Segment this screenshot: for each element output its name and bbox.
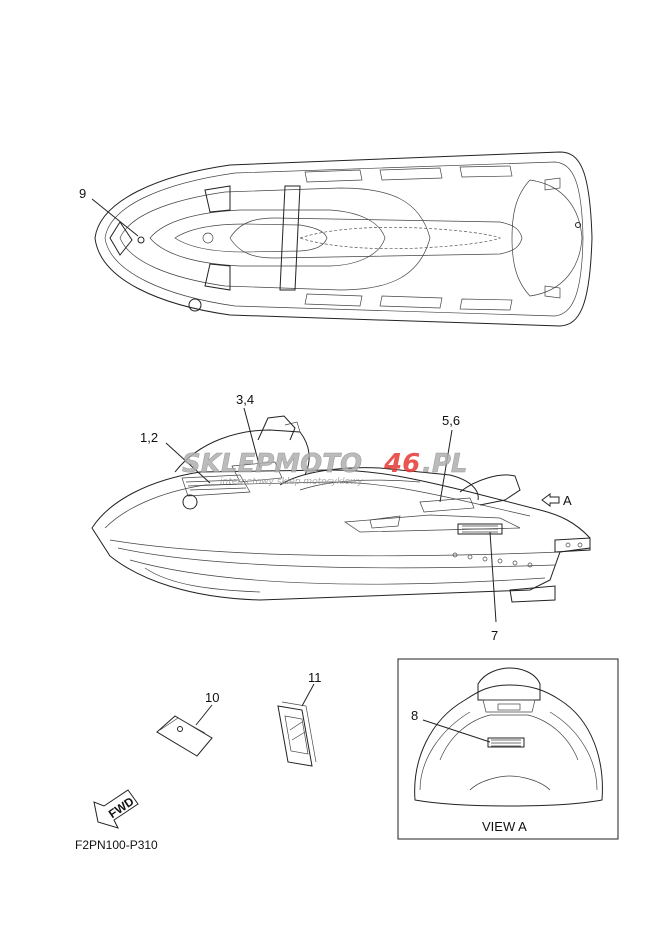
view-a-arrow-icon [541,493,560,507]
watermark-sub: internetowy sklep motocyklowy [220,477,363,487]
callout-8: 8 [411,708,418,723]
leader-5-6 [439,429,453,503]
view-a-arrow-label: A [563,493,572,508]
callout-11: 11 [308,670,322,685]
decal-7 [457,523,503,535]
callout-5-6: 5,6 [442,413,460,428]
leader-10 [195,704,213,726]
callout-3-4: 3,4 [236,392,254,407]
top-view-hull [94,151,593,327]
part-11-booklet [277,701,317,767]
leader-1-2 [165,442,211,484]
watermark: SKLEPMOTO 46 .PL internetowy sklep motoc… [182,449,468,487]
watermark-main-right: 46 [383,449,420,479]
callout-9: 9 [79,186,86,201]
callout-7: 7 [491,628,498,643]
leader-11 [301,683,315,707]
callout-10: 10 [205,690,219,705]
watermark-main-left: SKLEPMOTO [182,449,362,479]
leader-8 [422,719,491,743]
view-a-box [397,658,619,840]
decal-8 [487,737,525,748]
leader-9 [91,198,139,237]
callout-1-2: 1,2 [140,430,158,445]
view-a-caption: VIEW A [482,819,527,834]
part-code: F2PN100-P310 [75,838,158,852]
watermark-main-suffix: .PL [422,449,468,479]
side-view-hull [91,415,591,603]
view-a-stern-drawing [414,667,603,807]
leader-7 [489,531,497,623]
fwd-arrow-icon: FWD [93,789,139,829]
fwd-label: FWD [106,794,137,821]
leader-3-4 [243,407,261,469]
part-10-pouch [156,715,213,757]
